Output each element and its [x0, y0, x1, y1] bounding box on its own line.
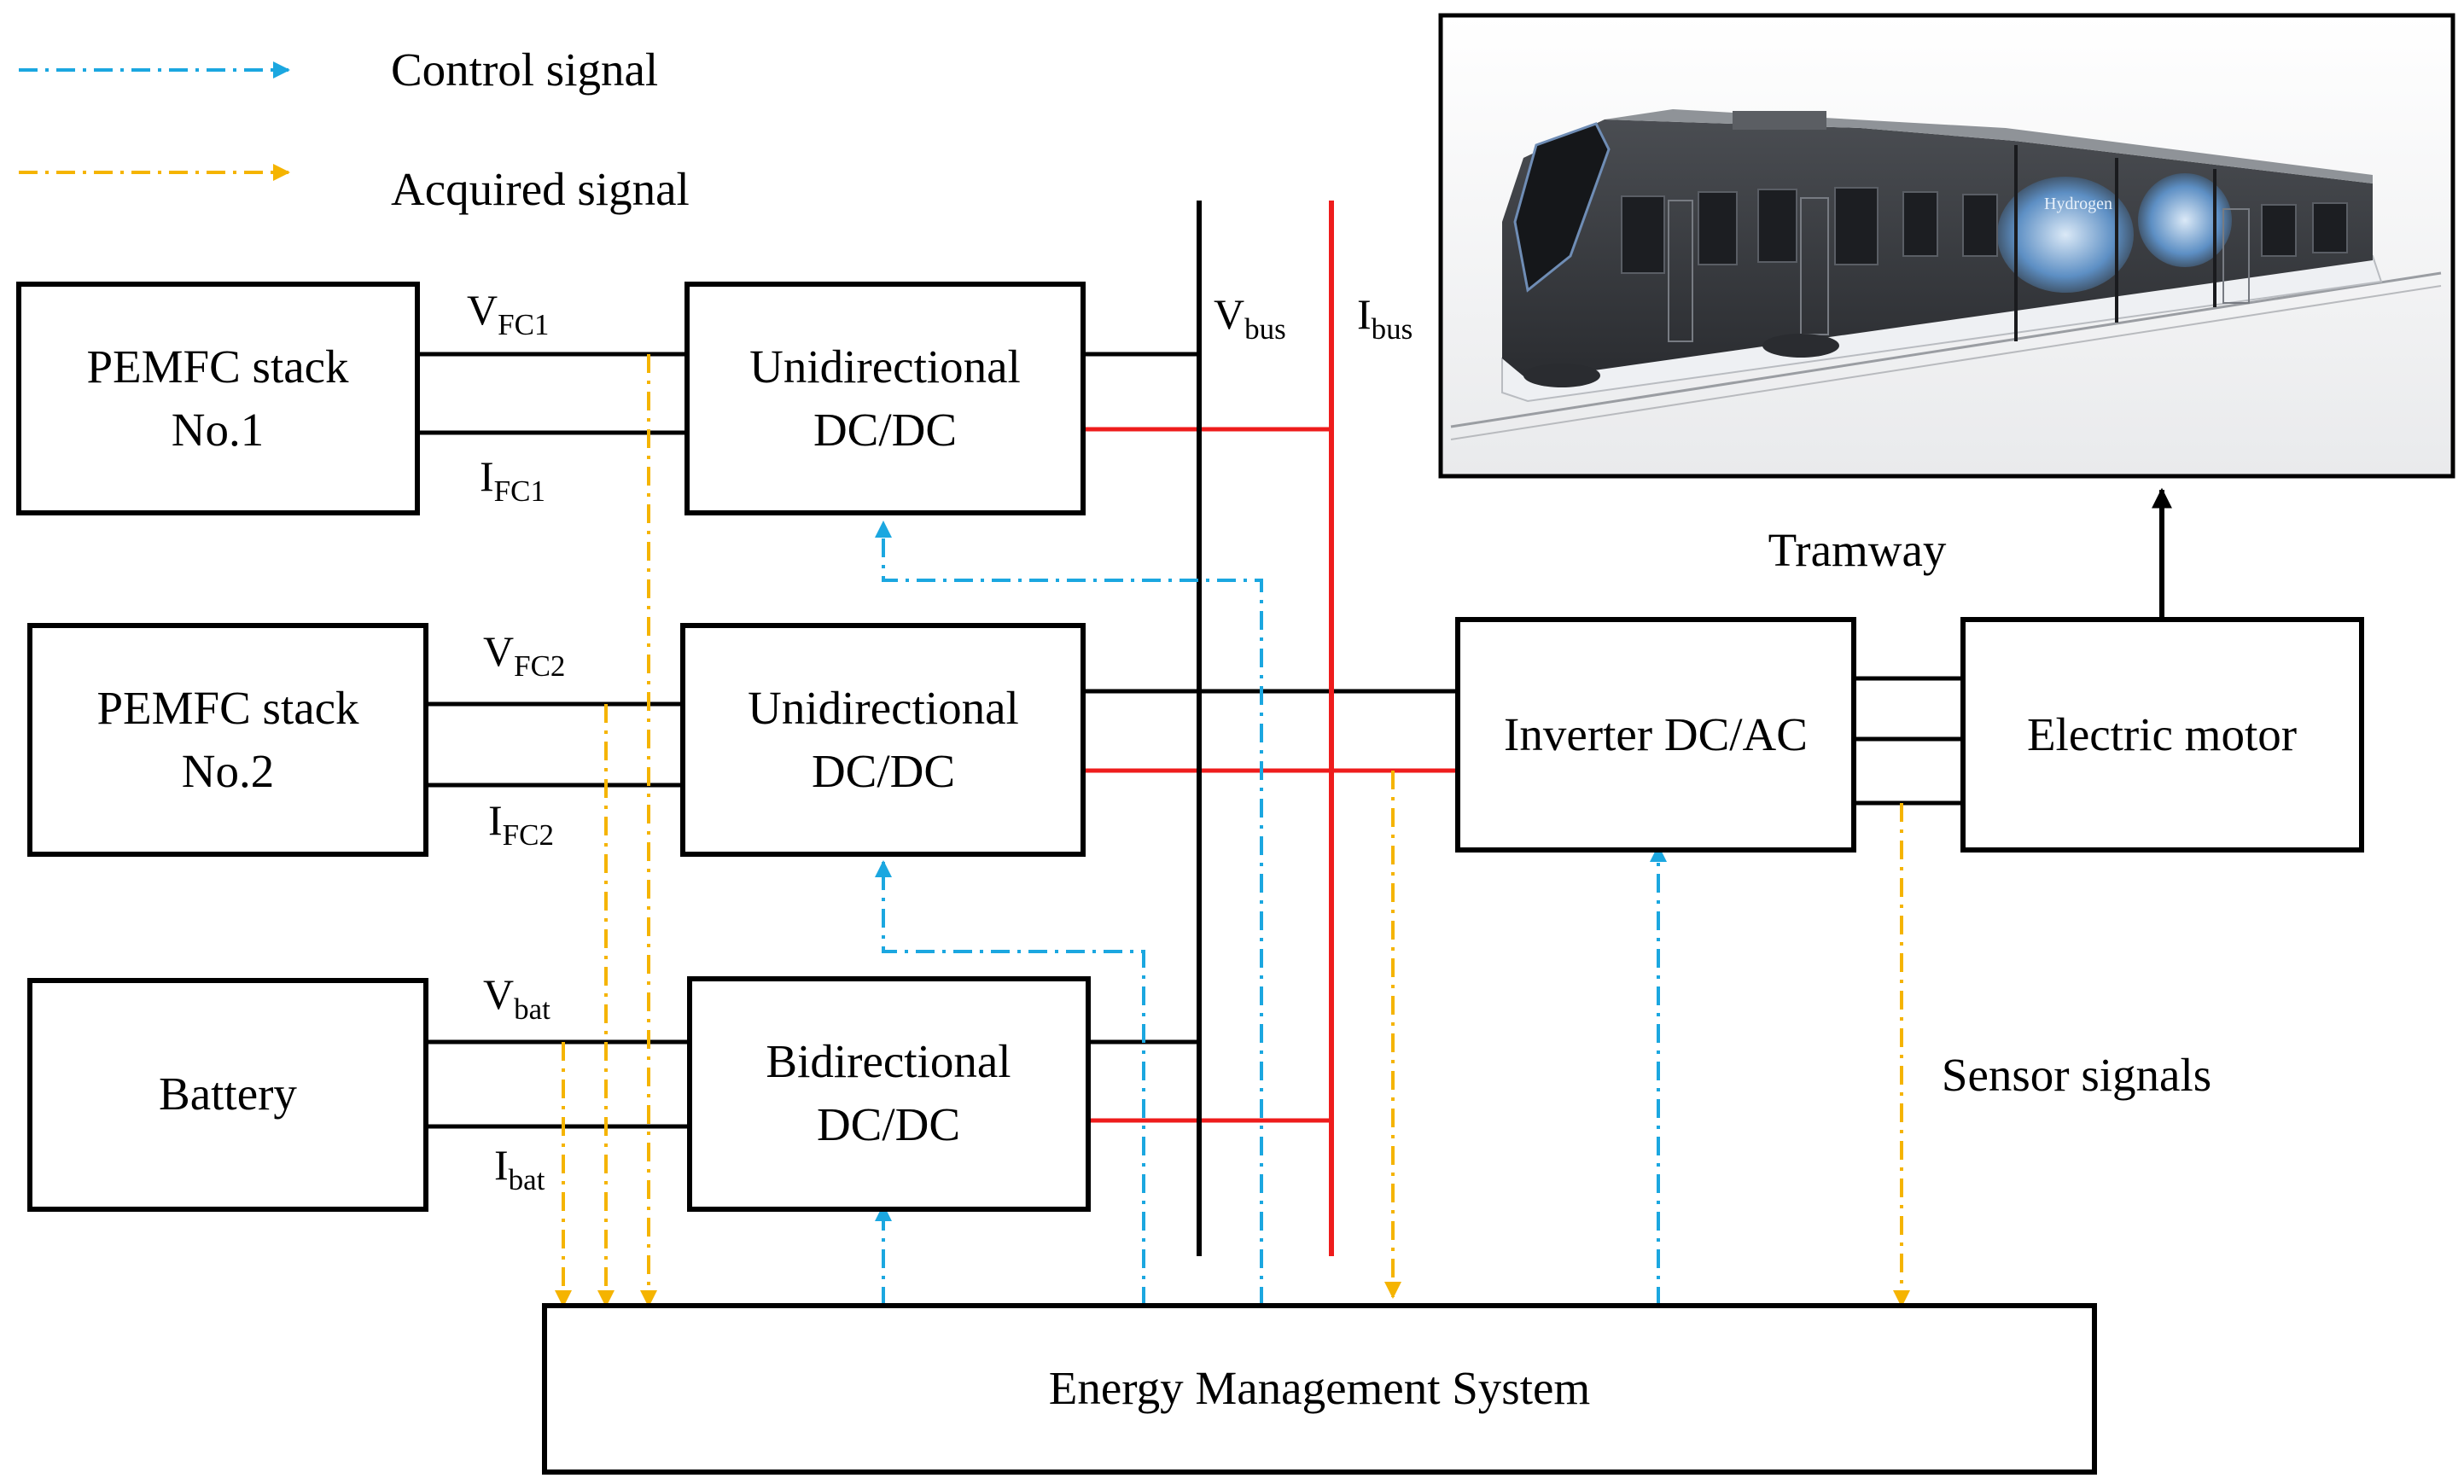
- label-vfc2: VFC2: [483, 627, 565, 683]
- legend-acquired-label: Acquired signal: [391, 163, 690, 215]
- bidirectional-converter: Bidirectional DC/DC: [687, 976, 1091, 1212]
- bi-title: Bidirectional: [766, 1035, 1011, 1087]
- sensor-signals-label: Sensor signals: [1942, 1049, 2211, 1101]
- tram-lettering: Hydrogen: [2044, 195, 2112, 213]
- control-uni1: [875, 521, 1263, 1306]
- inverter-title: Inverter DC/AC: [1504, 708, 1808, 760]
- ems-block: Energy Management System: [542, 1303, 2097, 1475]
- label-ifc1: IFC1: [480, 452, 545, 508]
- uni2-title: Unidirectional: [748, 682, 1019, 734]
- battery-title: Battery: [159, 1068, 297, 1120]
- fc2-block: PEMFC stack No.2: [27, 623, 428, 857]
- signal-labels: VFC1 IFC1 VFC2 IFC2 Vbat Ibat Vbus Ibus: [467, 286, 1413, 1196]
- legend-control-label: Control signal: [391, 44, 658, 96]
- uni1-type: DC/DC: [813, 404, 957, 456]
- battery-block: Battery: [27, 978, 428, 1212]
- unidirectional-converter-1: Unidirectional DC/DC: [684, 282, 1086, 515]
- label-vbat: Vbat: [483, 970, 550, 1026]
- label-ibus: Ibus: [1357, 290, 1413, 346]
- ems-title: Energy Management System: [1049, 1362, 1590, 1414]
- inverter-block: Inverter DC/AC: [1455, 617, 1856, 853]
- label-ifc2: IFC2: [488, 796, 554, 852]
- signal-lines: [555, 354, 1910, 1307]
- label-vbus: Vbus: [1214, 290, 1286, 346]
- fc2-number: No.2: [182, 745, 274, 797]
- fc2-title: PEMFC stack: [96, 682, 359, 734]
- control-uni2: [875, 860, 1145, 1306]
- motor-title: Electric motor: [2027, 708, 2297, 760]
- motor-block: Electric motor: [1960, 617, 2364, 853]
- fc1-title: PEMFC stack: [86, 340, 349, 393]
- uni1-title: Unidirectional: [749, 340, 1021, 393]
- tram-image: Hydrogen: [1438, 13, 2455, 479]
- fc1-number: No.1: [172, 404, 264, 456]
- tramway-label: Tramway: [1768, 524, 1947, 576]
- label-ibat: Ibat: [494, 1141, 545, 1196]
- legend: Control signal Acquired signal: [19, 44, 690, 215]
- bi-type: DC/DC: [817, 1098, 960, 1150]
- fc1-block: PEMFC stack No.1: [16, 282, 420, 515]
- label-vfc1: VFC1: [467, 286, 549, 341]
- unidirectional-converter-2: Unidirectional DC/DC: [680, 623, 1086, 857]
- uni2-type: DC/DC: [812, 745, 955, 797]
